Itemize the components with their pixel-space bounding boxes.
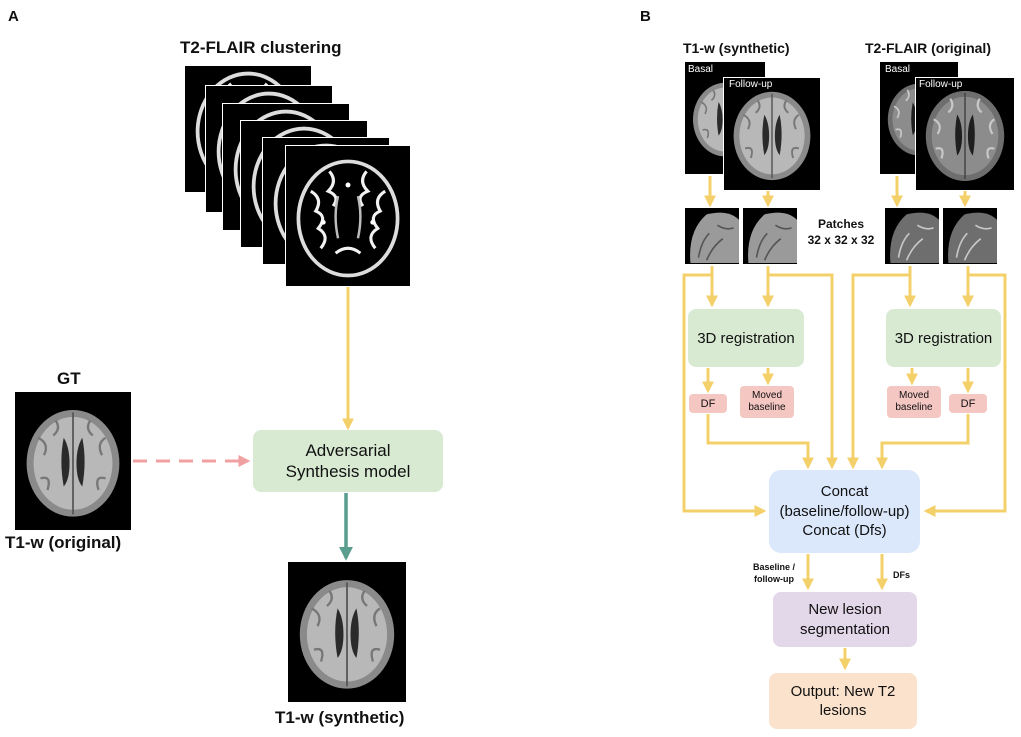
panel-b-letter: B [640, 8, 651, 25]
edge-dfs-label: DFs [893, 570, 911, 580]
concat-line1: Concat [820, 483, 869, 501]
output-line2: lesions [819, 702, 867, 719]
gt-label: GT [57, 369, 81, 388]
model-label-line2: Synthesis model [285, 462, 411, 481]
gt-t1-image [15, 392, 131, 530]
cluster-image-6 [285, 145, 411, 287]
t1-df-label: DF [700, 397, 716, 410]
flair-df-box: DF [949, 394, 987, 413]
t1-moved-line1: Moved [751, 390, 782, 401]
output-box: Output: New T2 lesions [769, 673, 917, 729]
segmentation-line1: New lesion [808, 601, 882, 618]
arrow-flair-patch-bypass-left [847, 273, 910, 470]
arrow-t1-patch-bypass-left [682, 273, 767, 517]
t1-patch-basal [685, 208, 739, 264]
flair-df-label: DF [960, 397, 976, 410]
patches-line1: Patches [817, 217, 865, 231]
t1-followup-tag: Follow-up [729, 79, 773, 90]
flair-registration-box: 3D registration [886, 309, 1001, 367]
t1-basal-tag: Basal [688, 64, 714, 75]
edge-baseline-line2: follow-up [754, 573, 794, 584]
flair-moved-line2: baseline [895, 402, 933, 413]
patches-line2: 32 x 32 x 32 [807, 233, 875, 248]
arrow-t1-df-to-concat [706, 414, 814, 470]
model-label-line1: Adversarial [305, 440, 391, 460]
flair-original-heading: T2-FLAIR (original) [865, 40, 991, 56]
edge-baseline-followup-label: Baseline / follow-up [745, 562, 803, 585]
t1-synthetic-label: T1-w (synthetic) [275, 708, 405, 727]
arrow-flair-patch-bypass-right [923, 273, 1007, 517]
adversarial-synthesis-model-box: Adversarial Synthesis model [253, 430, 443, 492]
flair-followup-tag: Follow-up [919, 79, 963, 90]
concat-line3: Concat (Dfs) [802, 522, 887, 540]
flair-followup-image [915, 77, 1015, 191]
t1-registration-box: 3D registration [688, 309, 804, 367]
t1-original-label: T1-w (original) [5, 533, 122, 552]
synthetic-t1-image [288, 562, 406, 702]
output-line1: Output: New T2 [790, 682, 896, 700]
arrow-flair-df-to-concat [876, 414, 970, 470]
concat-line2: (baseline/follow-up) [779, 502, 910, 520]
panel-a-letter: A [8, 8, 19, 25]
concat-box: Concat (baseline/follow-up) Concat (Dfs) [769, 470, 920, 553]
t1-registration-label: 3D registration [697, 329, 795, 347]
t1-patch-followup [743, 208, 797, 264]
flair-patch-followup [943, 208, 997, 264]
t1-df-box: DF [689, 394, 727, 413]
segmentation-line2: segmentation [799, 620, 891, 638]
t1-synthetic-heading: T1-w (synthetic) [683, 40, 790, 56]
flair-registration-label: 3D registration [894, 329, 993, 347]
t1-moved-baseline-box: Moved baseline [740, 386, 794, 418]
segmentation-box: New lesion segmentation [773, 592, 917, 647]
flair-basal-tag: Basal [885, 64, 911, 75]
flair-moved-line1: Moved [898, 390, 929, 401]
t1-followup-image [723, 77, 821, 191]
edge-baseline-line1: Baseline / [752, 562, 796, 572]
arrow-t1-patch-bypass-right [768, 273, 838, 470]
t1-moved-line2: baseline [748, 402, 786, 413]
cluster-heading: T2-FLAIR clustering [180, 38, 342, 57]
flair-patch-basal [885, 208, 939, 264]
flair-moved-baseline-box: Moved baseline [887, 386, 941, 418]
patches-label: Patches 32 x 32 x 32 [798, 216, 884, 248]
